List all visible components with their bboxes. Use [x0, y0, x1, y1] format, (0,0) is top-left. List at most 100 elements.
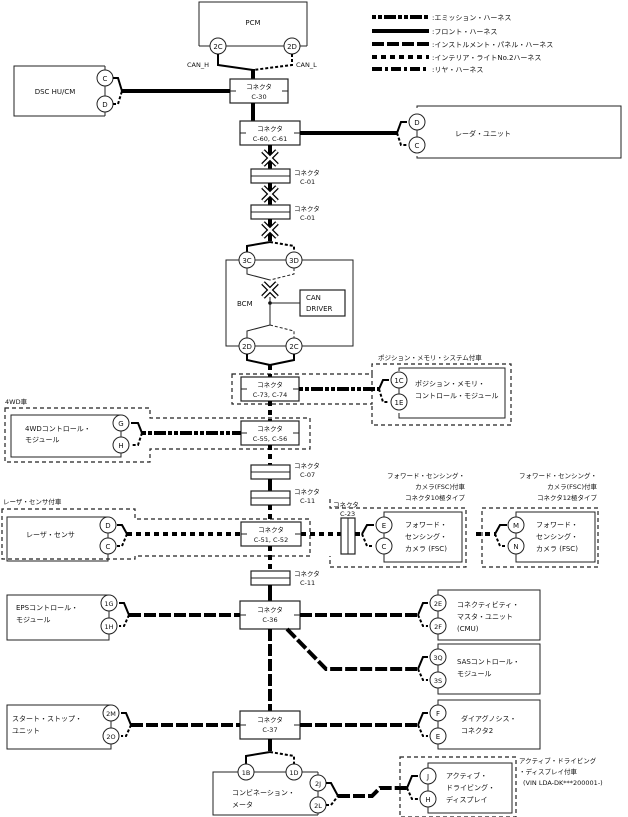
connector-c-73-c-74: コネクタ C-73, C-74 [240, 376, 300, 402]
fourwd-option-region: 4WD車 [4, 397, 311, 463]
dsc-label: DSC HU/CM [35, 88, 76, 96]
start-stop-pin-2m-label: 2M [106, 710, 116, 718]
connector-c-60-id: C-60, C-61 [253, 135, 287, 143]
connector-c-23: コネクタ C-23 [333, 500, 359, 555]
fsc10-pin-c [375, 537, 393, 555]
fsc10-pin-c-label: C [382, 543, 387, 551]
position-memory-option-label: ポジション・メモリ・システム付車 [378, 353, 482, 362]
meter-label-2: メータ [232, 800, 253, 809]
radar-pin-c-label: C [415, 142, 420, 150]
cmu-label-1: コネクティビティ・ [457, 600, 519, 609]
connector-c-11a-label: コネクタ [294, 487, 320, 496]
eps-label-1: EPSコントロール・ [16, 604, 78, 612]
fourwd-module: G H 4WDコントロール・ モジュール [10, 414, 130, 458]
active-display-label-2: ドライビング・ [446, 783, 495, 792]
radar-pin-d [408, 113, 426, 131]
laser-sensor-option-label: レーザ・センサ付車 [3, 497, 62, 506]
dsc-hu-cm-module: DSC HU/CM C D [13, 65, 114, 117]
connector-c-11b-label: コネクタ [294, 569, 320, 578]
fsc12-option-label-3: コネクタ12極タイプ [537, 493, 598, 502]
start-stop-label-2: ユニット [12, 727, 40, 735]
fsc10-option-label-2: カメラ(FSC)付車 [415, 482, 465, 491]
cmu-pin-2e [429, 594, 447, 612]
bcm-label: BCM [237, 300, 253, 308]
dlc2-pin-f-label: F [436, 710, 440, 718]
connector-c-01a-id: C-01 [300, 178, 315, 186]
connector-c-60-label: コネクタ [257, 124, 283, 133]
fsc10-module: E C フォワード・ センシング・ カメラ (FSC) [375, 511, 463, 563]
pcm-pin-2d-label: 2D [287, 43, 297, 51]
fsc12-pin-m-label: M [513, 522, 519, 530]
connector-c-51-label: コネクタ [258, 525, 284, 534]
connector-c-55-id: C-55, C-56 [253, 435, 287, 443]
connector-c-37: コネクタ C-37 [239, 710, 301, 740]
connector-c-07: コネクタ C-07 [250, 461, 320, 480]
fsc12-pin-m [507, 516, 525, 534]
sas-pin-3s [429, 671, 447, 689]
connector-c-23-id: C-23 [340, 510, 355, 518]
fsc12-option-region: フォワード・センシング・ カメラ(FSC)付車 コネクタ12極タイプ [481, 471, 599, 568]
start-stop-pin-2o-label: 2O [106, 733, 115, 741]
connector-c-01b-label: コネクタ [294, 204, 320, 213]
position-memory-option-region: ポジション・メモリ・システム付車 [231, 353, 512, 426]
connector-c-11a-id: C-11 [300, 497, 315, 505]
connector-c-30-id: C-30 [251, 93, 266, 101]
fsc10-option-label-3: コネクタ10極タイプ [405, 493, 466, 502]
laser-sensor-module: D C レーザ・センサ [6, 516, 117, 562]
fourwd-option-label: 4WD車 [5, 397, 28, 406]
sas-label-2: モジュール [457, 670, 492, 678]
splice-x-2 [261, 185, 279, 203]
laser-sensor-pin-c-label: C [106, 543, 111, 551]
radar-pin-d-label: D [414, 119, 419, 127]
connector-c-36: コネクタ C-36 [239, 600, 301, 630]
combination-meter-module: 1B 1D 2J 2L コンビネーション・ メータ [212, 763, 327, 816]
legend-label-front: :フロント・ハーネス [432, 28, 497, 36]
legend-label-rear: :リヤ・ハーネス [432, 66, 483, 74]
fsc10-option-region: フォワード・センシング・ カメラ(FSC)付車 コネクタ10極タイプ [329, 471, 467, 568]
active-display-pin-h-label: H [425, 796, 430, 804]
connector-c-51-id: C-51, C-52 [254, 536, 288, 544]
connector-c-01-b: コネクタ C-01 [250, 204, 320, 222]
meter-label-1: コンビネーション・ [232, 788, 295, 797]
active-display-option-label-3: (VIN LDA-DK***200001-) [523, 779, 603, 787]
position-memory-pin-1c-label: 1C [394, 377, 403, 385]
meter-pin-2j-label: 2J [315, 780, 321, 788]
connector-c-07-label: コネクタ [294, 461, 320, 470]
active-display-option-region: アクティブ・ドライビング ・ディスプレイ付車 (VIN LDA-DK***200… [399, 756, 603, 817]
fourwd-label-2: モジュール [25, 436, 60, 444]
active-display-pin-h [419, 790, 437, 808]
legend-label-emission: :エミッション・ハーネス [432, 14, 511, 22]
fsc12-label-3: カメラ (FSC) [536, 545, 578, 553]
fsc12-option-label-1: フォワード・センシング・ [519, 471, 597, 480]
cmu-pin-2e-label: 2E [434, 600, 442, 608]
fourwd-pin-h-label: H [118, 442, 123, 450]
dlc2-pin-e-label: E [436, 733, 440, 741]
active-display-option-label-1: アクティブ・ドライビング [519, 756, 597, 765]
bcm-module: 3C 3D 2D 2C BCM CAN DRIVER [225, 251, 354, 355]
sas-label-1: SASコントロール・ [457, 658, 520, 666]
can-driver-label-1: CAN [306, 294, 321, 302]
start-stop-pin-2m [102, 704, 120, 722]
active-display-pin-j [419, 767, 437, 785]
sas-module: 3Q 3S SASコントロール・ モジュール [429, 643, 541, 695]
connector-c-01b-id: C-01 [300, 214, 315, 222]
connector-c-30-label: コネクタ [246, 82, 272, 91]
laser-sensor-label: レーザ・センサ [26, 531, 75, 539]
meter-pin-1b [237, 763, 255, 781]
eps-pin-1h [100, 617, 118, 635]
fourwd-pin-g [112, 414, 130, 432]
connector-c-23-label: コネクタ [333, 500, 359, 509]
laser-sensor-option-region: レーザ・センサ付車 [1, 497, 311, 560]
active-display-pin-j-label: J [426, 773, 429, 781]
can-driver-box [299, 289, 346, 317]
bcm-pin-2c-label: 2C [289, 343, 298, 351]
fsc10-label-3: カメラ (FSC) [405, 545, 447, 553]
fsc10-pin-e [375, 516, 393, 534]
connector-c-30: コネクタ C-30 [229, 78, 289, 104]
active-display-label-1: アクティブ・ [446, 771, 487, 780]
dlc2-label-1: ダイアグノシス・ [461, 714, 517, 723]
can-driver-label-2: DRIVER [306, 305, 333, 313]
can-h-label: CAN_H [187, 61, 209, 69]
cmu-label-2: マスタ・ユニット [457, 612, 513, 621]
